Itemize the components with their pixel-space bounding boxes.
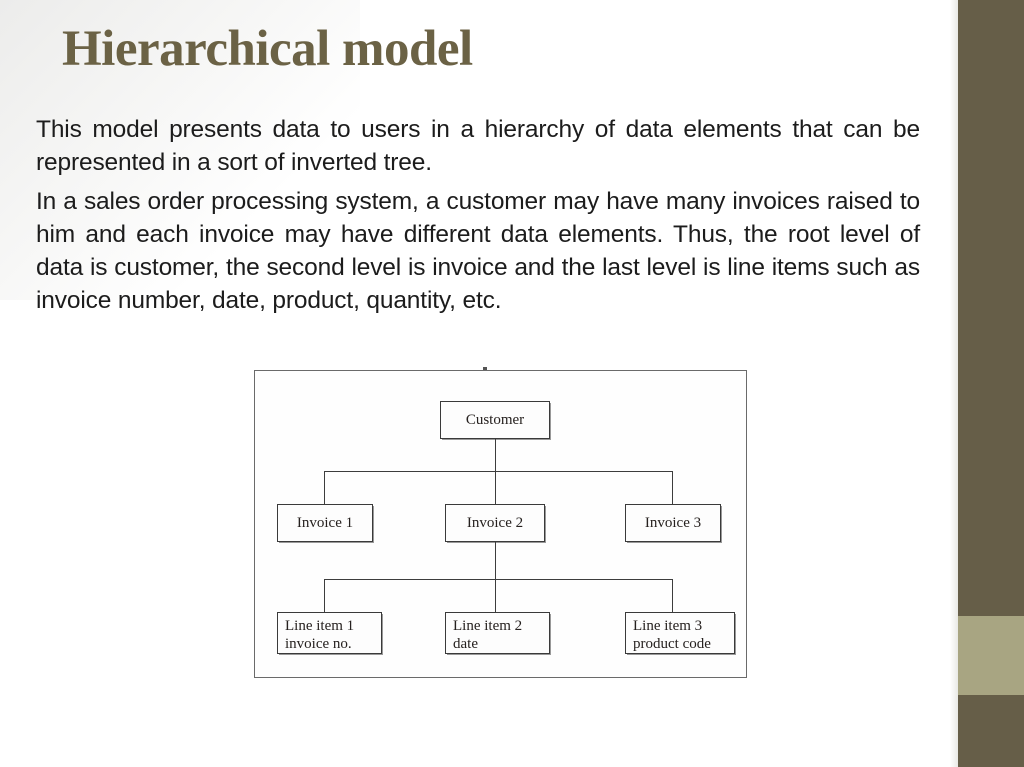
- node-label-invoice-1: Invoice 1: [296, 515, 354, 531]
- diagram-node-invoice-2: Invoice 2: [445, 504, 545, 542]
- connector-customer-drop: [495, 439, 496, 471]
- connector-bus1-left-drop: [324, 471, 325, 504]
- page-title: Hierarchical model: [62, 21, 473, 77]
- node-label-line-item-2-title: Line item 2: [453, 618, 523, 634]
- scan-speck-artifact: [483, 367, 487, 370]
- paragraph-2: In a sales order processing system, a cu…: [36, 188, 920, 314]
- node-label-line-item-3-title: Line item 3: [633, 618, 703, 634]
- diagram-node-line-item-2: Line item 2 date: [445, 612, 550, 654]
- diagram-node-line-item-3: Line item 3 product code: [625, 612, 735, 654]
- connector-bus-level-3: [324, 579, 672, 580]
- node-label-customer: Customer: [465, 412, 525, 428]
- body-text: This model presents data to users in a h…: [36, 113, 920, 317]
- node-label-invoice-3: Invoice 3: [644, 515, 702, 531]
- hierarchical-model-diagram: Customer Invoice 1 Invoice 2 Invoice 3 L…: [254, 367, 747, 678]
- connector-bus1-right-drop: [672, 471, 673, 504]
- node-label-line-item-3-detail: product code: [633, 636, 711, 652]
- sidebar-gutter: [950, 0, 958, 767]
- node-label-line-item-1-detail: invoice no.: [285, 636, 352, 652]
- connector-bus1-center-drop: [495, 471, 496, 504]
- diagram-node-line-item-1: Line item 1 invoice no.: [277, 612, 382, 654]
- connector-bus2-right-drop: [672, 579, 673, 612]
- diagram-node-invoice-3: Invoice 3: [625, 504, 721, 542]
- node-label-line-item-2-detail: date: [453, 636, 478, 652]
- diagram-node-customer: Customer: [440, 401, 550, 439]
- connector-bus2-center-drop: [495, 579, 496, 612]
- node-label-line-item-1-title: Line item 1: [285, 618, 355, 634]
- node-label-invoice-2: Invoice 2: [466, 515, 524, 531]
- connector-bus2-left-drop: [324, 579, 325, 612]
- connector-invoice2-drop: [495, 542, 496, 579]
- paragraph-1: This model presents data to users in a h…: [36, 116, 920, 176]
- sidebar-band-dark-top: [958, 0, 1024, 616]
- sidebar-band-dark-bottom: [958, 695, 1024, 767]
- diagram-node-invoice-1: Invoice 1: [277, 504, 373, 542]
- connector-bus-level-2: [324, 471, 672, 472]
- decorative-sidebar: [950, 0, 1024, 767]
- sidebar-band-light: [958, 616, 1024, 695]
